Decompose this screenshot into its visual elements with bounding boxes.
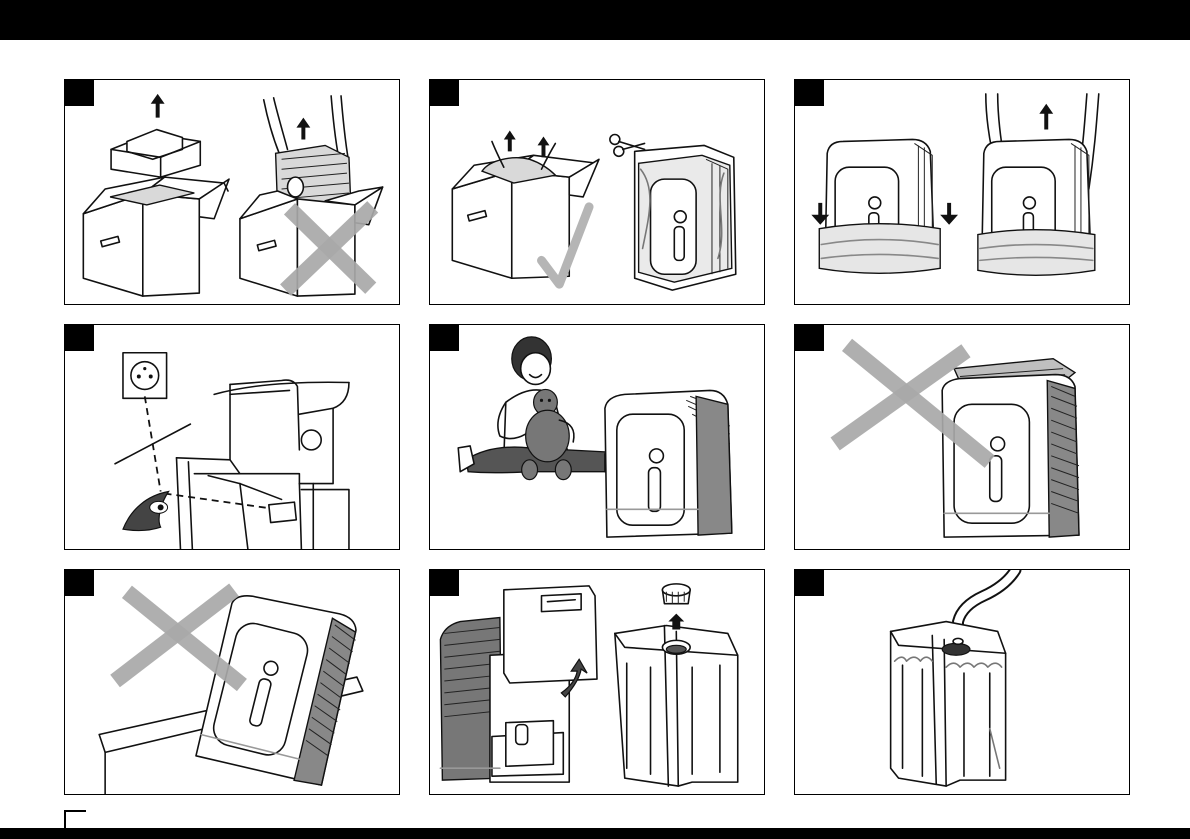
step-badge <box>65 80 94 106</box>
step-panel-4 <box>64 324 400 550</box>
step-badge <box>795 325 824 351</box>
step-badge <box>430 80 459 106</box>
remove-bag-illustration <box>430 80 764 304</box>
step-panel-5 <box>429 324 765 550</box>
footer-bar <box>0 828 1190 839</box>
step-badge <box>430 570 459 596</box>
child-safety-illustration <box>430 325 764 549</box>
page-corner-mark <box>64 810 86 830</box>
unboxing-illustration <box>65 80 399 304</box>
step-badge <box>795 80 824 106</box>
step-badge <box>795 570 824 596</box>
step-panel-8 <box>429 569 765 795</box>
remove-base-packing-illustration <box>795 80 1129 304</box>
header-bar <box>0 0 1190 40</box>
step-panel-9 <box>794 569 1130 795</box>
step-badge <box>430 325 459 351</box>
do-not-cover-illustration <box>795 325 1129 549</box>
fill-tank-illustration <box>795 570 1129 794</box>
step-panel-2 <box>429 79 765 305</box>
step-panel-6 <box>794 324 1130 550</box>
step-panel-7 <box>64 569 400 795</box>
step-badge <box>65 570 94 596</box>
step-badge <box>65 325 94 351</box>
remove-tank-illustration <box>430 570 764 794</box>
check-socket-illustration <box>65 325 399 549</box>
do-not-tilt-illustration <box>65 570 399 794</box>
step-panel-3 <box>794 79 1130 305</box>
step-panel-1 <box>64 79 400 305</box>
